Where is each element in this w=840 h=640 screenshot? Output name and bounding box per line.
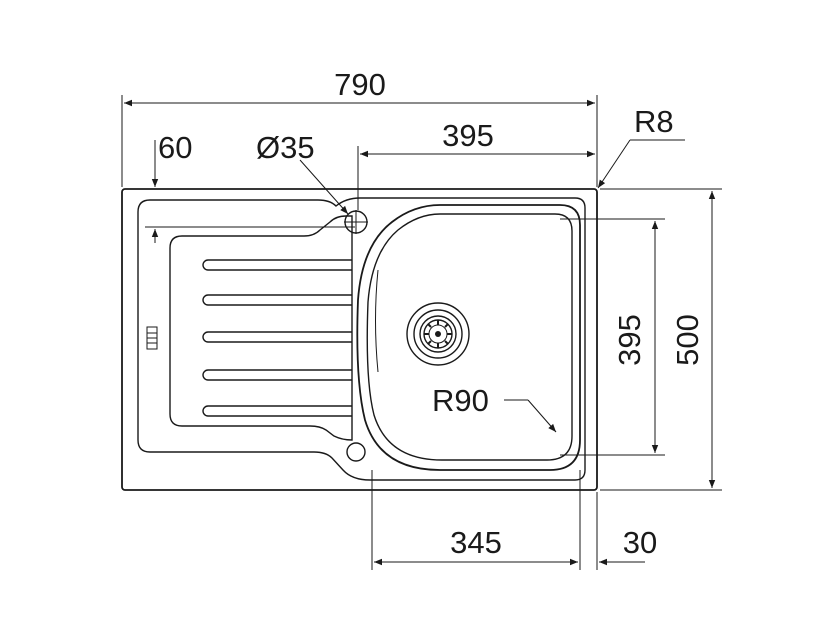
drainer-groove (202, 331, 352, 343)
tap-hole (344, 210, 368, 234)
dimension-bowl-width: 345 (371, 470, 581, 570)
overflow-hole (346, 442, 366, 462)
dimension-bowl-depth: 395 (560, 218, 665, 456)
clip-icon (146, 326, 158, 350)
corner-radius-label: R8 (634, 104, 674, 139)
overall-depth-label: 500 (670, 314, 705, 366)
drainer-rim (137, 197, 586, 481)
bowl-depth-label: 395 (612, 314, 647, 366)
drainer-groove (202, 259, 352, 271)
bowl-width-label: 345 (450, 525, 502, 560)
overall-width-label: 790 (334, 67, 386, 102)
dimension-overall-depth: 500 (600, 188, 722, 491)
dimension-overall-width: 790 (121, 67, 598, 187)
drainer-area (169, 215, 353, 441)
dimension-corner-radius: R8 (597, 104, 685, 189)
tap-hole-label: Ø35 (256, 130, 315, 165)
drainer-groove (202, 294, 352, 306)
bowl (356, 204, 581, 471)
dimension-drainer-edge: 60 (145, 130, 355, 243)
dimension-rim-offset: 30 (596, 492, 657, 570)
drainer-edge-label: 60 (158, 130, 192, 165)
dimension-tap-hole: Ø35 (256, 130, 349, 215)
sink-outline (121, 188, 598, 491)
drainer-grooves (202, 259, 352, 417)
dimension-bowl-offset: 395 (357, 118, 595, 210)
drainer-groove (202, 369, 352, 381)
bowl-radius-label: R90 (432, 383, 489, 418)
rim-offset-label: 30 (623, 525, 657, 560)
bowl-offset-label: 395 (442, 118, 494, 153)
drainer-groove (202, 405, 352, 417)
dimension-bowl-radius: R90 (432, 383, 557, 433)
drain-icon (406, 302, 470, 366)
